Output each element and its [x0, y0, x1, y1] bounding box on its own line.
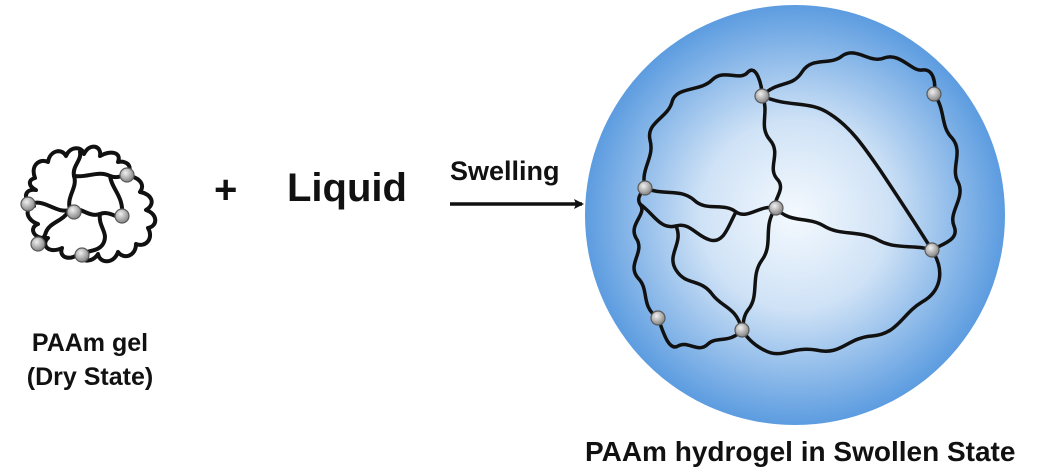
swollen-gel-chain [740, 206, 778, 332]
crosslink-node [637, 180, 653, 196]
swelling-label: Swelling [450, 156, 560, 186]
crosslink-node [754, 88, 770, 104]
dry-gel-outline [24, 144, 158, 264]
crosslink-node [926, 86, 942, 102]
dry-gel-chain [67, 150, 83, 212]
swollen-gel-chain [760, 94, 934, 252]
plus-sign: + [214, 168, 238, 212]
dry-gel-network-icon [24, 144, 158, 264]
swollen-gel-chain [656, 316, 744, 350]
crosslink-node [74, 247, 90, 263]
liquid-label: Liquid [287, 166, 407, 210]
crosslink-node [66, 204, 82, 220]
swollen-gel-chain [671, 224, 744, 332]
dry-state-caption: PAAm gel (Dry State) [0, 326, 180, 394]
swollen-gel-chain [740, 248, 942, 356]
swollen-gel-chain [642, 68, 764, 190]
swollen-gel-chain [632, 186, 660, 320]
swollen-gel-sphere [585, 5, 1005, 425]
dry-gel-chain [28, 200, 124, 219]
swollen-gel-chain [774, 206, 934, 252]
dry-gel-crosslinks [20, 167, 135, 263]
swollen-gel-chain [760, 94, 783, 210]
dry-gel-chain [80, 212, 107, 256]
crosslink-node [114, 208, 130, 224]
crosslink-node [650, 310, 666, 326]
crosslink-node [768, 200, 784, 216]
crosslink-node [734, 322, 750, 338]
crosslink-node [119, 167, 135, 183]
crosslink-node [20, 196, 36, 212]
swollen-state-caption: PAAm hydrogel in Swollen State [585, 436, 1016, 467]
swollen-gel-chain [643, 186, 778, 216]
crosslink-node [924, 242, 940, 258]
dry-caption-line-1: PAAm gel [31, 329, 149, 357]
swollen-gel-crosslinks [637, 86, 942, 338]
crosslink-node [30, 236, 46, 252]
dry-caption-line-2: (Dry State) [26, 363, 154, 391]
swollen-gel-chain [638, 202, 738, 243]
swollen-gel-chain [760, 51, 937, 98]
swollen-gel-network-icon [632, 51, 962, 356]
swollen-gel-chain [930, 92, 962, 252]
